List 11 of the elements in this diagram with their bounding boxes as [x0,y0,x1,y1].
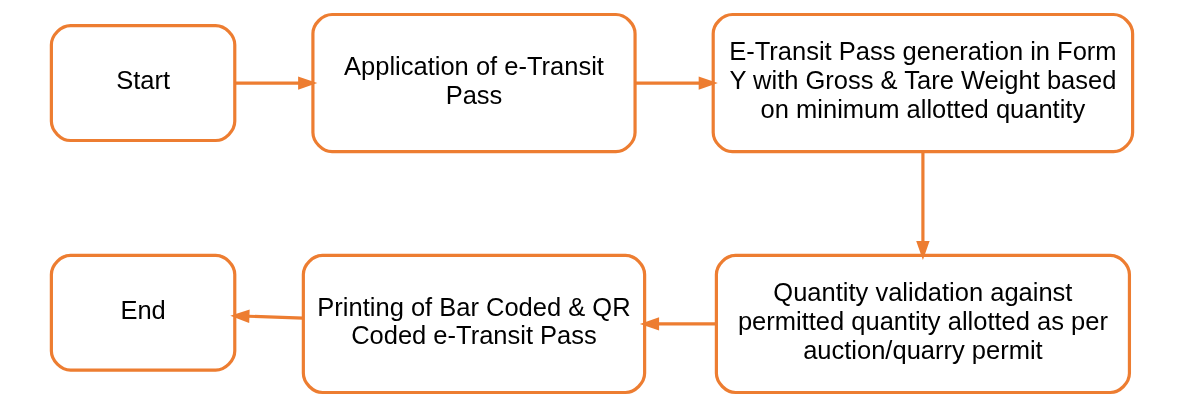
node-box: Start [49,24,237,143]
node-box: Quantity validation against permitted quantity allotted as per auction/quarry permit [714,253,1132,395]
arrow [230,309,304,323]
node-box: Printing of Bar Coded & QR Coded e-Transit Pass [301,253,647,395]
node-box: Application of e-Transit Pass [311,12,637,154]
node-box: E-Transit Pass generation in Form Y with Gross & Tare Weight based on minimum allotted quantity [711,12,1135,154]
arrow [639,317,717,331]
arrow [635,76,718,90]
node-box: End [49,253,237,372]
arrow [235,76,318,90]
arrow [916,151,930,261]
